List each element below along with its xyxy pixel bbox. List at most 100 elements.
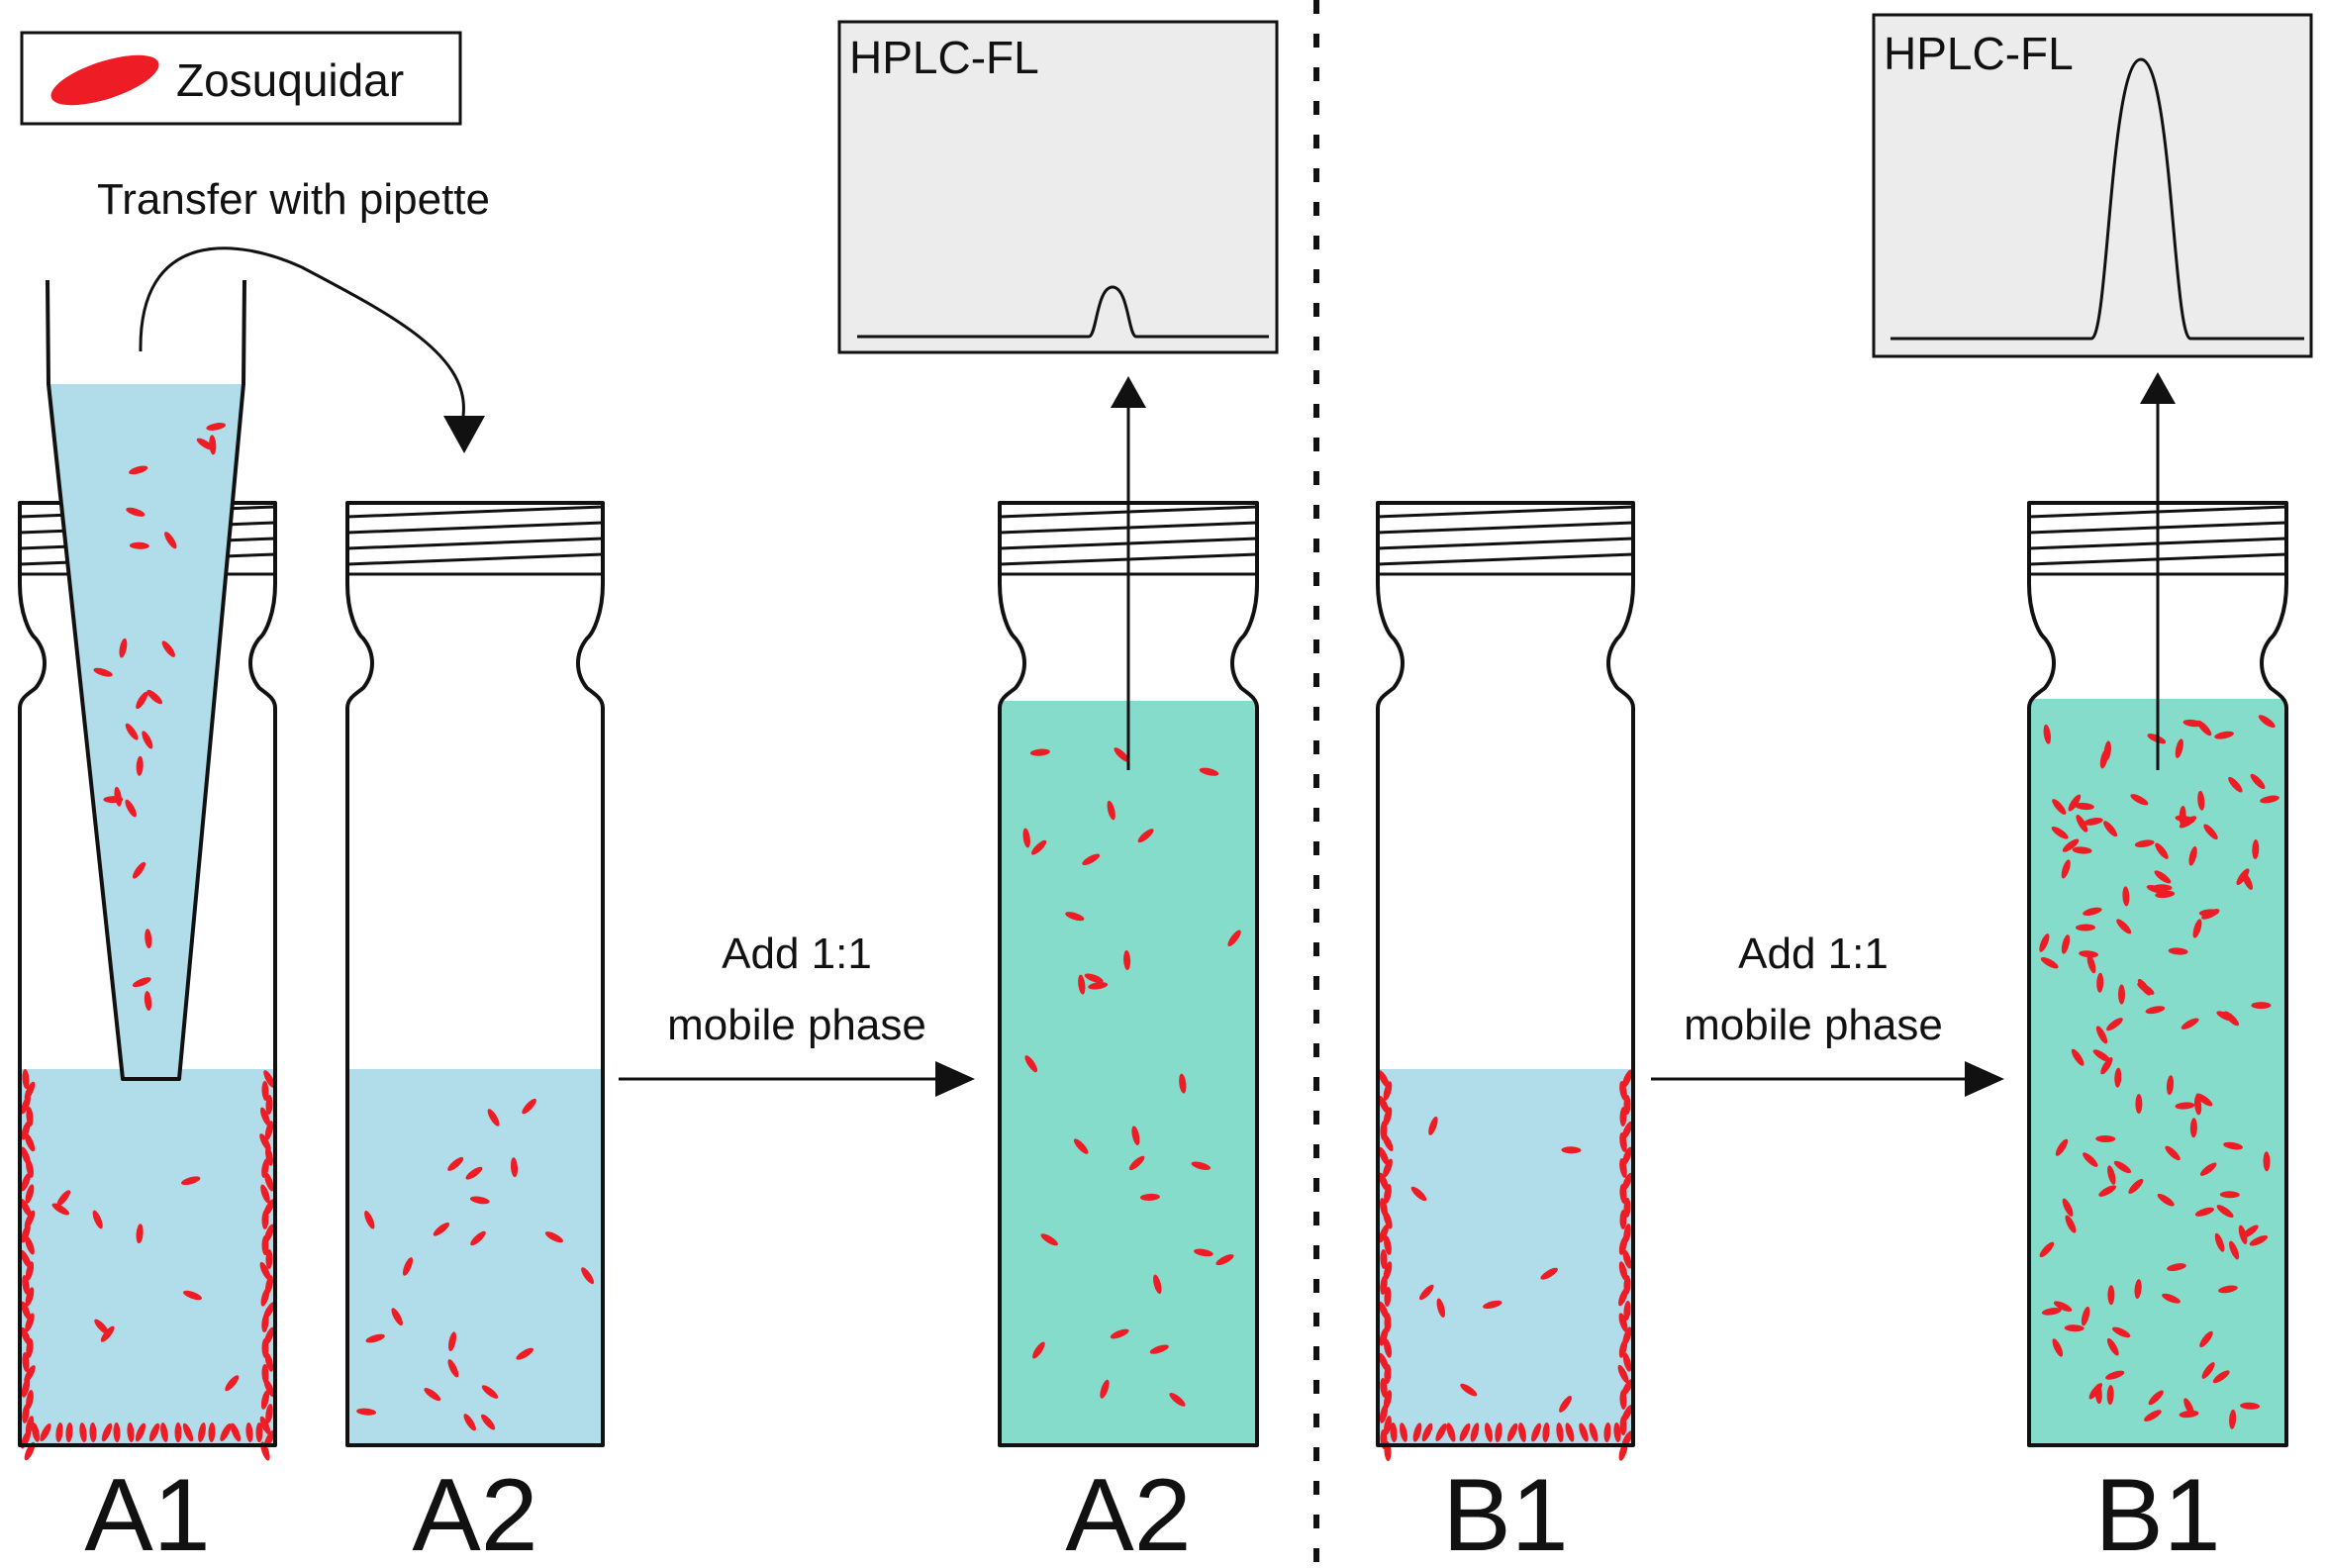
zosuquidar-particle xyxy=(21,1301,31,1321)
zosuquidar-particle xyxy=(1460,1383,1478,1397)
zosuquidar-particles xyxy=(356,1098,595,1431)
zosuquidar-particle xyxy=(2076,924,2095,931)
zosuquidar-particle xyxy=(2095,1134,2116,1143)
zosuquidar-particle xyxy=(2263,1151,2271,1172)
zosuquidar-adsorbed-on-wall xyxy=(20,1069,275,1461)
zosuquidar-particle xyxy=(2105,1370,2125,1380)
hplc-panel-a: HPLC-FL xyxy=(837,20,1279,354)
zosuquidar-particle xyxy=(209,435,217,455)
zosuquidar-particle xyxy=(2062,838,2080,852)
zosuquidar-particle xyxy=(2041,1308,2062,1316)
hplc-panel-b: HPLC-FL xyxy=(1872,13,2313,358)
zosuquidar-particle xyxy=(25,1235,35,1255)
zosuquidar-particle xyxy=(1029,748,1050,756)
zosuquidar-particle xyxy=(20,1249,32,1269)
zosuquidar-particle xyxy=(2135,1094,2143,1115)
zosuquidar-particle xyxy=(2189,1118,2197,1138)
zosuquidar-particle xyxy=(2074,802,2094,811)
pipette-liquid xyxy=(48,384,243,1079)
zosuquidar-particle xyxy=(145,929,152,949)
zosuquidar-particle xyxy=(2084,818,2103,826)
zosuquidar-particle xyxy=(2238,1225,2248,1244)
zosuquidar-particle xyxy=(2148,1390,2164,1406)
zosuquidar-particle xyxy=(2061,859,2071,879)
zosuquidar-particle xyxy=(2162,1293,2181,1304)
zosuquidar-particle xyxy=(265,1404,273,1423)
zosuquidar-particle xyxy=(182,1422,194,1442)
zosuquidar-particle xyxy=(1622,1146,1632,1166)
zosuquidar-particle xyxy=(2175,738,2183,758)
zosuquidar-particle xyxy=(364,1211,375,1229)
zosuquidar-particle xyxy=(2052,799,2067,815)
zosuquidar-particle xyxy=(1383,1107,1393,1127)
transfer-arrow-head xyxy=(443,416,485,453)
zosuquidar-particle xyxy=(2039,933,2050,952)
zosuquidar-particle xyxy=(2203,824,2218,840)
zosuquidar-particle xyxy=(260,1184,270,1204)
zosuquidar-particle xyxy=(31,1422,41,1442)
zosuquidar-particle xyxy=(1378,1146,1390,1166)
zosuquidar-particle xyxy=(1040,1233,1058,1246)
zosuquidar-particle xyxy=(2198,909,2219,917)
zosuquidar-particle xyxy=(1380,1275,1388,1295)
zosuquidar-particles-pipette xyxy=(93,423,227,1012)
vial-body xyxy=(2027,501,2288,1447)
zosuquidar-particle xyxy=(174,1422,182,1442)
zosuquidar-particle xyxy=(136,691,148,710)
zosuquidar-particle xyxy=(2146,884,2167,894)
zosuquidar-particle xyxy=(2252,839,2260,859)
zosuquidar-particle xyxy=(2196,720,2212,736)
sampling-arrow-head xyxy=(1111,376,1146,408)
zosuquidar-particle xyxy=(1618,1235,1628,1255)
zosuquidar-particle xyxy=(206,423,227,431)
zosuquidar-particle xyxy=(465,1166,483,1180)
zosuquidar-particle xyxy=(2113,1160,2132,1174)
vial-a1-before: A1 xyxy=(18,279,277,1568)
zosuquidar-particle xyxy=(470,1230,486,1246)
zosuquidar-particle xyxy=(21,1224,31,1243)
zosuquidar-particle xyxy=(1622,1352,1632,1372)
zosuquidar-particle xyxy=(1619,1184,1627,1204)
zosuquidar-particle xyxy=(1412,1422,1422,1442)
vial-body xyxy=(18,501,277,1447)
zosuquidar-particle xyxy=(2201,1362,2215,1379)
zosuquidar-particle xyxy=(1565,1422,1575,1442)
zosuquidar-particle xyxy=(1621,1121,1633,1140)
zosuquidar-particle xyxy=(2134,1279,2142,1300)
zosuquidar-particle xyxy=(2107,1165,2116,1185)
zosuquidar-particle xyxy=(92,1210,103,1229)
zosuquidar-particle xyxy=(2188,846,2197,866)
zosuquidar-particle xyxy=(25,1158,35,1178)
zosuquidar-particle xyxy=(136,755,144,776)
zosuquidar-particle xyxy=(261,1210,269,1229)
zosuquidar-particle xyxy=(2194,1207,2214,1217)
zosuquidar-particle xyxy=(1383,1081,1393,1101)
zosuquidar-particle xyxy=(544,1231,563,1243)
zosuquidar-particle xyxy=(2052,1338,2064,1357)
vial-label: A2 xyxy=(412,1458,537,1568)
zosuquidar-particle xyxy=(79,1422,87,1442)
vial-body xyxy=(998,501,1259,1447)
zosuquidar-particle xyxy=(1383,1158,1393,1178)
zosuquidar-particle xyxy=(1139,1193,1160,1201)
vial-body xyxy=(1376,501,1635,1447)
zosuquidar-particle xyxy=(126,507,145,517)
zosuquidar-particle xyxy=(2083,1152,2098,1167)
zosuquidar-particle xyxy=(1618,1338,1628,1358)
zosuquidar-particle xyxy=(1179,1073,1187,1094)
zosuquidar-particle xyxy=(24,1132,36,1152)
zosuquidar-particle xyxy=(1380,1378,1388,1398)
zosuquidar-particle xyxy=(1506,1422,1518,1442)
panel-title: HPLC-FL xyxy=(1884,28,2074,79)
zosuquidar-particle xyxy=(1078,974,1086,995)
zosuquidar-particle xyxy=(132,861,146,879)
zosuquidar-particle xyxy=(261,1313,269,1332)
step-line1: Add 1:1 xyxy=(1738,930,1889,978)
zosuquidar-particle xyxy=(581,1267,595,1285)
zosuquidar-particle xyxy=(1378,1070,1390,1088)
zosuquidar-particle xyxy=(2216,1205,2234,1219)
zosuquidar-particle xyxy=(21,1378,31,1398)
zosuquidar-particle xyxy=(481,1385,499,1399)
zosuquidar-particle xyxy=(2128,1178,2144,1194)
